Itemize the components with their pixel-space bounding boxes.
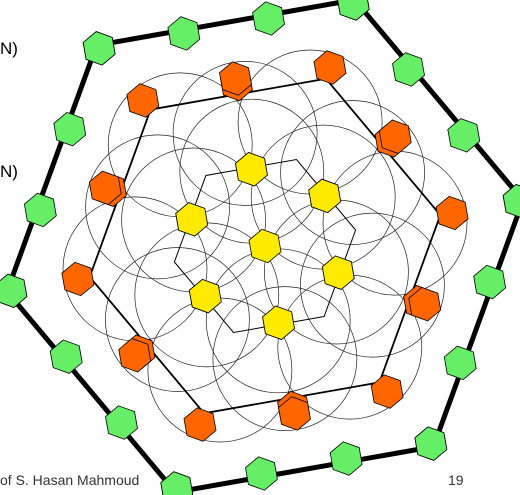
cell-ring-3 <box>447 118 481 153</box>
coverage-circle <box>85 134 230 280</box>
cell-ring-3 <box>0 273 28 308</box>
cell-ring-2 <box>88 170 122 206</box>
cell-ring-3 <box>160 471 194 495</box>
cell-ring-3 <box>473 264 507 300</box>
cell-ring-2 <box>435 195 469 231</box>
cell-ring-2 <box>183 407 217 442</box>
cell-ring-1 <box>308 178 342 214</box>
cell-ring-3 <box>443 345 477 381</box>
left-text-fragment-1: N) <box>0 39 18 58</box>
cell-ring-1 <box>175 202 209 237</box>
cell-ring-2 <box>313 50 347 85</box>
cell-ring-2 <box>118 338 152 373</box>
cell-ring-3 <box>49 339 83 374</box>
cell-ring-2 <box>219 61 252 96</box>
page-number: 19 <box>448 472 464 488</box>
cell-ring-1 <box>188 278 222 314</box>
cell-ring-3 <box>23 192 57 228</box>
cell-ring-3 <box>53 111 87 147</box>
cell-ring-2 <box>278 396 311 431</box>
cell-ring-3 <box>82 31 116 66</box>
cell-ring-3 <box>414 426 448 461</box>
cell-ring-3 <box>502 184 520 218</box>
coverage-circle <box>105 247 250 392</box>
cell-ring-2 <box>408 286 442 322</box>
coverage-circle <box>212 286 358 431</box>
cell-ring-2 <box>61 261 95 297</box>
footer-author: of S. Hasan Mahmoud <box>0 472 140 488</box>
cell-ring-3 <box>167 16 201 51</box>
cell-ring-1 <box>321 255 355 290</box>
cell-ring-3 <box>392 52 425 87</box>
coverage-circle <box>280 100 425 245</box>
coverage-circle <box>300 212 445 358</box>
cell-ring-1 <box>262 305 295 340</box>
cell-ring-3 <box>252 1 285 36</box>
left-text-fragment-2: N) <box>0 162 18 181</box>
cell-ring-3 <box>105 405 138 440</box>
cell-ring-3 <box>337 0 370 21</box>
inner-hexagon-outline <box>173 158 357 334</box>
coverage-circle <box>172 61 318 206</box>
cell-ring-3 <box>329 441 363 476</box>
cell-ring-2 <box>370 374 404 409</box>
cell-ring-2 <box>378 119 412 154</box>
cell-center <box>248 228 282 264</box>
cell-ring-1 <box>235 152 268 187</box>
cell-ring-3 <box>245 456 278 491</box>
cell-ring-2 <box>126 83 160 118</box>
